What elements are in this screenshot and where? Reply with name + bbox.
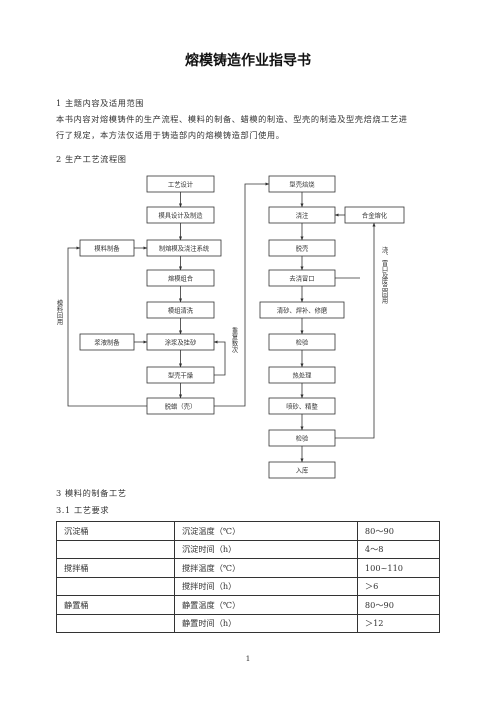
section2-heading: 2 生产工艺流程图 [56, 154, 127, 164]
flow-box-shell-removal: 脱壳 [268, 239, 336, 257]
table-cell: 沉淀温度（℃） [173, 521, 358, 541]
table-row: 搅拌时间（h） ＞6 [56, 576, 441, 596]
table-cell [56, 613, 175, 633]
flow-box-riser-removal: 去浇冒口 [268, 269, 336, 287]
table-cell: 静置温度（℃） [173, 595, 358, 615]
flow-box-coating-stuccoing: 涂浆及挂砂 [146, 333, 215, 351]
table-cell: 搅拌温度（℃） [173, 558, 358, 578]
table-cell: ＞6 [356, 576, 441, 596]
svg-text:制熔模及浇注系统: 制熔模及浇注系统 [159, 244, 210, 253]
table-cell: 静置时间（h） [173, 613, 358, 633]
flow-box-dewaxing: 脱蜡（壳） [146, 397, 215, 415]
label-riser-scrap-reuse: 浇、冒口及废品回用 [381, 245, 388, 304]
table-cell: 静置桶 [56, 595, 175, 615]
flow-box-pouring: 浇注 [268, 206, 336, 224]
flow-box-shell-drying: 型壳干燥 [146, 366, 215, 384]
svg-text:检验: 检验 [296, 338, 309, 347]
svg-text:去浇冒口: 去浇冒口 [289, 274, 314, 283]
svg-text:涂浆及挂砂: 涂浆及挂砂 [165, 338, 197, 347]
table-cell [56, 576, 175, 596]
flow-box-mold-design: 模具设计及制造 [146, 206, 215, 224]
svg-text:喷砂、精整: 喷砂、精整 [286, 402, 318, 411]
svg-text:型壳干燥: 型壳干燥 [168, 371, 194, 380]
flow-loop-repeat [213, 340, 226, 376]
svg-text:模料制备: 模料制备 [94, 244, 120, 253]
svg-text:熔模组合: 熔模组合 [168, 274, 194, 283]
svg-text:脱蜡（壳）: 脱蜡（壳） [165, 402, 196, 411]
label-repeat-times: 重复数次 [231, 327, 238, 354]
flow-arrows-right-column [300, 192, 345, 463]
table-row: 静置桶 静置温度（℃） 80～90 [56, 595, 441, 615]
section1-body-line1: 本书内容对熔模铸件的生产流程、模料的制备、蜡模的制造、型壳的制造及型壳焙烧工艺进 [56, 114, 408, 124]
svg-text:型壳焙烧: 型壳焙烧 [289, 180, 315, 189]
flow-arrows-left-column [134, 192, 183, 399]
flow-box-warehousing: 入库 [268, 461, 336, 479]
flow-box-shell-firing: 型壳焙烧 [268, 175, 336, 193]
svg-text:浆液制备: 浆液制备 [94, 338, 120, 347]
svg-text:入库: 入库 [296, 466, 309, 475]
flow-box-process-design: 工艺设计 [146, 175, 215, 193]
flow-box-shot-blasting: 喷砂、精整 [268, 397, 336, 415]
flow-link-dewax-to-firing [214, 182, 270, 407]
table-row: 搅拌桶 搅拌温度（℃） 100~110 [56, 558, 441, 578]
table-cell: 搅拌桶 [56, 558, 175, 578]
svg-text:检验: 检验 [296, 434, 309, 443]
svg-text:合金熔化: 合金熔化 [362, 211, 388, 220]
flow-loop-riser-scrap-reuse [335, 222, 376, 439]
table-row: 静置时间（h） ＞12 [56, 613, 441, 633]
table-cell: 100~110 [356, 558, 441, 578]
section1-heading: 1 主题内容及适用范围 [56, 98, 145, 108]
table-cell: 4～8 [356, 539, 441, 559]
flow-box-make-wax-pattern: 制熔模及浇注系统 [146, 239, 222, 257]
svg-text:浇注: 浇注 [296, 211, 309, 220]
table-cell: 沉淀桶 [56, 521, 175, 541]
process-requirements-table: 沉淀桶 沉淀温度（℃） 80～90 沉淀时间（h） 4～8 搅拌桶 搅拌温度（℃… [56, 521, 441, 633]
svg-text:清砂、焊补、修磨: 清砂、焊补、修磨 [277, 306, 328, 315]
table-row: 沉淀时间（h） 4～8 [56, 539, 441, 559]
flow-box-cleaning-welding-grinding: 清砂、焊补、修磨 [259, 301, 345, 319]
table-row: 沉淀桶 沉淀温度（℃） 80～90 [56, 521, 441, 541]
flow-box-inspection-2: 检验 [268, 429, 336, 447]
document-title: 熔模铸造作业指导书 [185, 53, 311, 69]
flow-box-cluster-cleaning: 模组清洗 [146, 301, 215, 319]
svg-text:模具设计及制造: 模具设计及制造 [158, 211, 203, 220]
flow-box-heat-treatment: 热处理 [268, 366, 336, 384]
svg-text:脱壳: 脱壳 [296, 244, 309, 253]
section3-heading: 3 模料的制备工艺 [56, 488, 127, 498]
flow-box-slurry-prep: 浆液制备 [79, 333, 135, 351]
flow-box-inspection-1: 检验 [268, 333, 336, 351]
process-flowchart: 工艺设计 模具设计及制造 制熔模及浇注系统 熔模组合 模组清洗 涂浆及挂砂 型壳… [56, 175, 405, 479]
section1-body-line2: 行了规定，本方法仅适用于铸造部内的熔模铸造部门使用。 [56, 130, 285, 140]
flow-box-pattern-assembly: 熔模组合 [146, 269, 215, 287]
table-cell: ＞12 [356, 613, 441, 633]
flow-loop-mold-material-reuse [67, 246, 147, 407]
page-number: 1 [245, 654, 251, 663]
table-cell [56, 539, 175, 559]
section31-heading: 3.1 工艺要求 [56, 505, 110, 515]
flow-box-mold-material-prep: 模料制备 [79, 239, 135, 257]
table-cell: 搅拌时间（h） [173, 576, 358, 596]
table-cell: 80～90 [356, 521, 441, 541]
svg-text:热处理: 热处理 [293, 371, 313, 380]
table-cell: 80～90 [356, 595, 441, 615]
flow-box-alloy-melting: 合金熔化 [344, 206, 405, 224]
table-cell: 沉淀时间（h） [173, 539, 358, 559]
svg-text:模组清洗: 模组清洗 [168, 306, 194, 315]
label-mold-material-reuse: 模料回用 [56, 298, 63, 326]
svg-text:工艺设计: 工艺设计 [168, 180, 194, 189]
